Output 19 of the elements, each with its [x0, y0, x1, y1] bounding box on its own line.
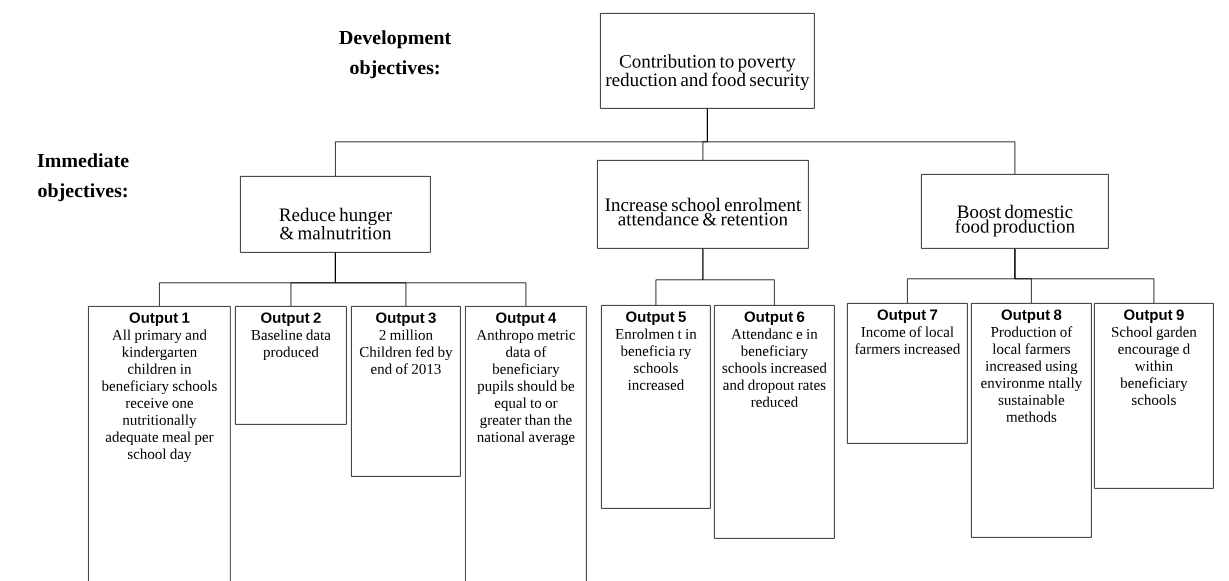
- objective-box: Increase school enrolment attendance & retention: [597, 160, 809, 249]
- connector: [1014, 248, 1155, 304]
- output-box: Output 5 Enrolmen t in beneficia ry schools increased: [601, 305, 711, 509]
- objective-box: Reduce hunger & malnutrition: [240, 176, 431, 253]
- output-box: Output 7 Income of local farmers increased: [847, 303, 968, 444]
- output-box: Output 4 Anthropo metric data of beneficiary pupils should be equal to or greater than the national average: [465, 306, 587, 581]
- connector: [702, 248, 775, 306]
- level-heading: Development objectives:: [339, 30, 451, 79]
- connector: [707, 108, 1016, 175]
- output-box: Output 8 Production of local farmers increased using environme ntally sustainable methods: [971, 303, 1092, 538]
- objective-box: Contribution to poverty reduction and food security: [600, 13, 815, 109]
- level-heading: Immediate objectives:: [37, 153, 129, 202]
- objective-box: Boost domestic food production: [921, 174, 1109, 249]
- output-box: Output 6 Attendanc e in beneficiary schools increased and dropout rates reduced: [714, 305, 835, 539]
- output-box: Output 9 School garden encourage d within beneficiary schools: [1094, 303, 1214, 489]
- output-box: Output 2 Baseline data produced: [235, 306, 347, 425]
- output-box: Output 3 2 million Children fed by end of 2013: [351, 306, 461, 477]
- connector: [335, 252, 527, 307]
- output-box: Output 1 All primary and kindergarten children in beneficiary schools receive one nutritionally adequate meal per school day: [88, 306, 231, 581]
